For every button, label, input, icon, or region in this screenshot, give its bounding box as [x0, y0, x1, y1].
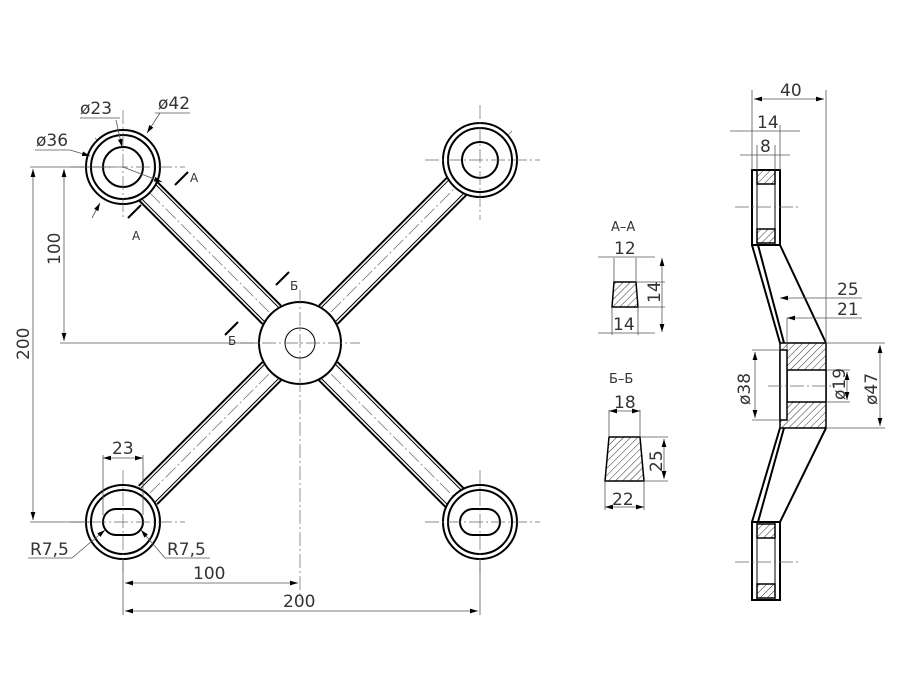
section-mark-a: A: [190, 171, 199, 185]
dim-vertical-200: 200: [14, 328, 34, 360]
ring-top-left: [70, 110, 185, 220]
dim-dia-36: ø36: [36, 131, 68, 151]
side-view: 40 14 8 25 21 ø38 ø19 ø47: [730, 81, 885, 601]
side-dim-14: 14: [757, 113, 779, 133]
side-dim-dia-38: ø38: [735, 373, 755, 405]
arm-bottom-left: [122, 342, 301, 521]
dim-radius-right: R7,5: [167, 540, 206, 560]
dim-horizontal-100: 100: [193, 564, 225, 584]
side-dim-8: 8: [760, 137, 771, 157]
dim-vertical-100: 100: [45, 233, 65, 265]
dim-dia-42: ø42: [158, 94, 190, 114]
arm-top-right: [299, 130, 513, 344]
section-aa-bottom: 14: [613, 315, 635, 335]
section-bb-top: 18: [614, 393, 636, 413]
section-mark-a: A: [132, 229, 141, 243]
dim-horizontal-200: 200: [283, 592, 315, 612]
dim-radius-left: R7,5: [30, 540, 69, 560]
section-aa-top: 12: [614, 239, 636, 259]
section-bb-title: Б–Б: [609, 372, 633, 387]
side-dim-dia-19: ø19: [830, 368, 850, 400]
ring-top-right: [425, 105, 540, 220]
section-aa-height: 14: [645, 281, 665, 303]
side-dim-dia-47: ø47: [862, 373, 882, 405]
front-view: A A Б Б ø23 ø42 ø36 100 200 23 R7,5 R7,5…: [14, 94, 540, 615]
dim-slot-23: 23: [112, 439, 134, 459]
side-dim-40: 40: [780, 81, 802, 101]
dim-dia-23: ø23: [80, 99, 112, 119]
section-bb: Б–Б 18 25 22: [604, 372, 668, 510]
section-mark-b: Б: [228, 334, 236, 348]
section-mark-b: Б: [290, 279, 298, 293]
section-bb-height: 25: [647, 450, 667, 472]
arm-bottom-right: [299, 342, 478, 521]
ring-bottom-right: [425, 470, 540, 575]
section-bb-bottom: 22: [612, 490, 634, 510]
side-dim-25: 25: [837, 280, 859, 300]
section-aa-title: A–A: [611, 220, 635, 235]
section-aa: A–A 12 14 14: [598, 220, 665, 335]
side-dim-21: 21: [837, 300, 859, 320]
arm-top-left: [94, 137, 301, 344]
ring-bottom-left: [70, 470, 185, 575]
